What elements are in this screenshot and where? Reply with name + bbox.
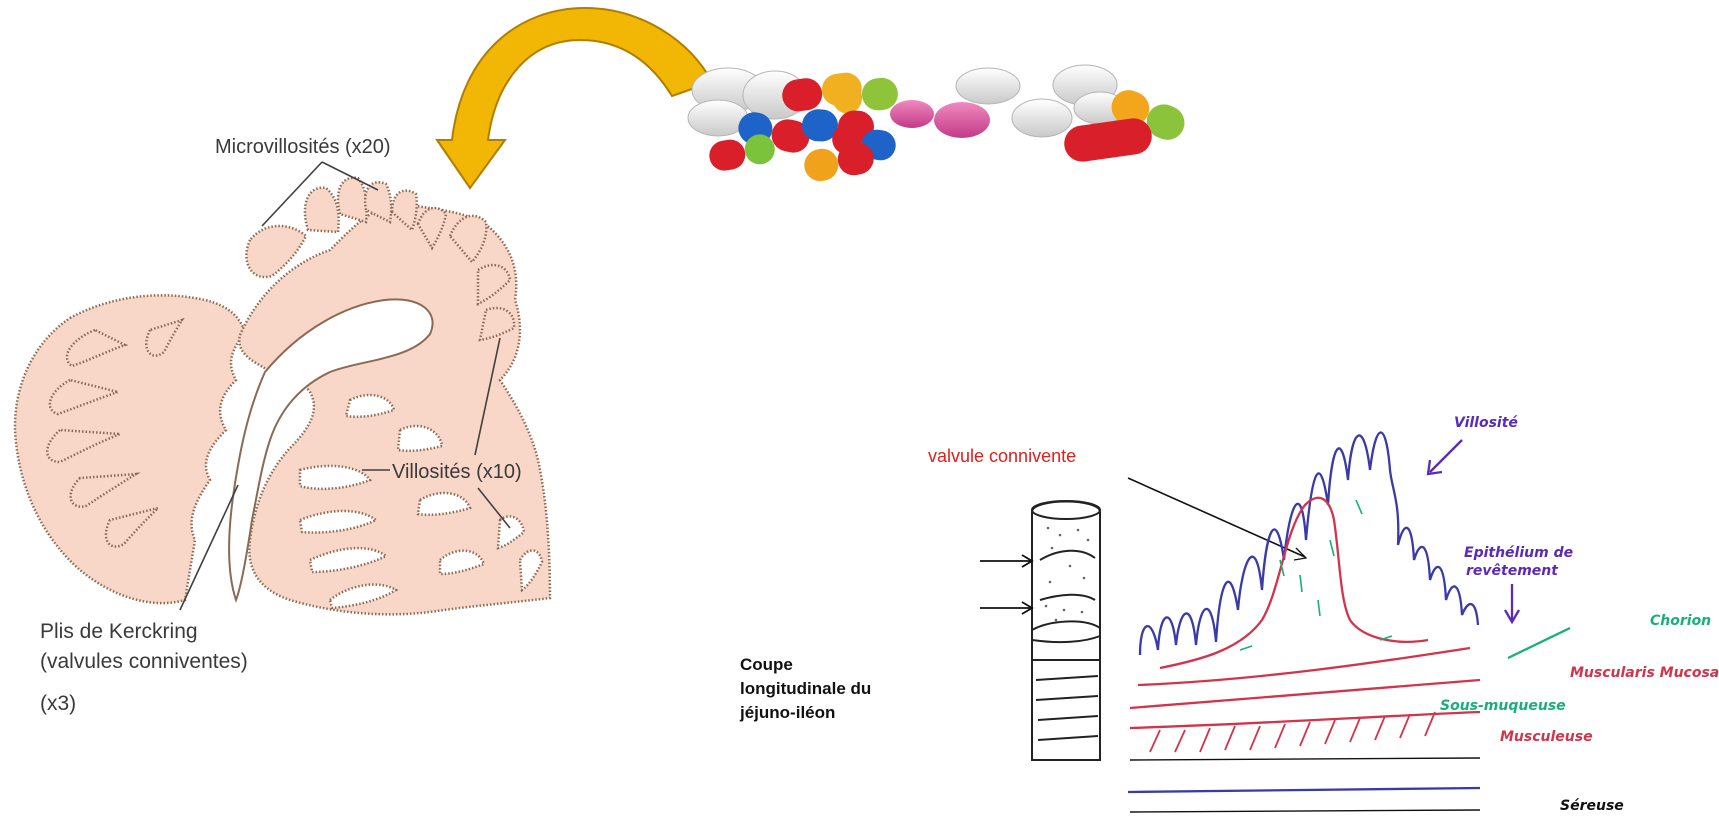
- musculeuse-hatching: [1150, 712, 1435, 752]
- villi-outline: [1140, 433, 1478, 656]
- valvule-core: [1160, 498, 1428, 668]
- plis-label-line2: (valvules conniventes): [40, 650, 248, 673]
- plis-label-line3: (x3): [40, 692, 76, 715]
- white-tablet: [956, 68, 1020, 104]
- chorion-pointer: [1508, 628, 1570, 658]
- coupe-label-line2: longitudinale du: [740, 679, 871, 698]
- microvillosites-label: Microvillosités (x20): [215, 136, 391, 158]
- villosite-pointer: [1428, 440, 1462, 474]
- intestine-tube-sketch: [1032, 501, 1100, 760]
- coupe-label-line3: jéjuno-iléon: [739, 703, 835, 722]
- capsule: [1062, 116, 1154, 164]
- pink-tablet: [890, 100, 934, 128]
- intestinal-folds-illustration: Microvillosités (x20) Villosités (x10) P…: [15, 136, 550, 715]
- chorion-label: Chorion: [1650, 613, 1711, 629]
- epithelium-label-line1: Epithélium de: [1464, 545, 1573, 561]
- villosite-label: Villosité: [1454, 415, 1518, 431]
- coupe-label-line1: Coupe: [740, 655, 793, 674]
- curved-arrow-icon: [437, 8, 712, 188]
- epithelium-pointer: [1505, 584, 1519, 622]
- valvule-connivente-label: valvule connivente: [928, 446, 1076, 466]
- pills-illustration: [688, 65, 1190, 184]
- sereuse-lines: [1130, 758, 1480, 812]
- muscularis-label: Muscularis Mucosae: [1570, 665, 1719, 681]
- tube-arrows: [980, 555, 1032, 614]
- sous-muqueuse-label: Sous-muqueuse: [1440, 698, 1566, 714]
- jejunum-section-illustration: valvule connivente: [739, 415, 1719, 814]
- plis-label-line1: Plis de Kerckring: [40, 620, 198, 643]
- sereuse-label: Séreuse: [1560, 798, 1624, 814]
- pink-tablet: [934, 102, 990, 138]
- epithelium-label-line2: revêtement: [1466, 563, 1559, 579]
- wall-layers: [1128, 648, 1480, 792]
- white-tablet: [1012, 99, 1072, 137]
- musculeuse-label: Musculeuse: [1500, 729, 1593, 745]
- valvule-pointer-line: [1128, 478, 1305, 557]
- villosites-label: Villosités (x10): [392, 461, 522, 483]
